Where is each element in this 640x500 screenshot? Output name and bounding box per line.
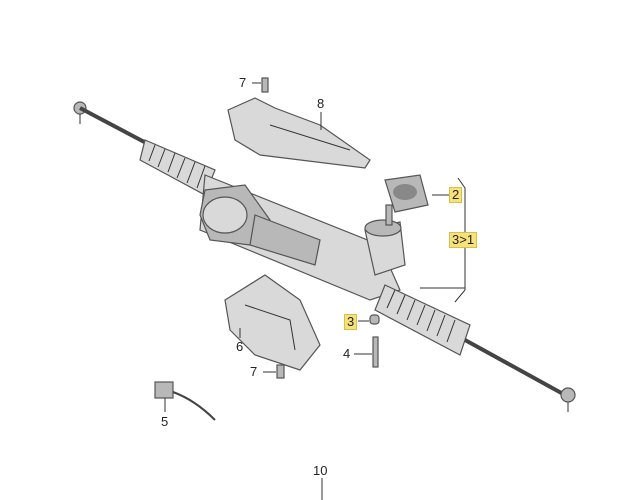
right-tie-rod	[464, 338, 576, 412]
callout-10: 10	[313, 463, 328, 478]
heat-shield	[224, 274, 321, 371]
bolt-long	[372, 336, 379, 368]
callout-4: 4	[343, 346, 351, 361]
callout-5: 5	[161, 414, 169, 429]
left-tie-rod	[73, 101, 151, 147]
pinion-tower	[364, 204, 406, 276]
callout-3-group: 3>1	[449, 232, 478, 248]
mount-pad	[384, 174, 429, 213]
rack-housing	[199, 174, 401, 301]
bolt-small	[369, 314, 380, 325]
right-boot	[374, 284, 471, 356]
callout-6: 6	[236, 339, 244, 354]
callout-8: 8	[317, 96, 325, 111]
callout-3: 3	[344, 314, 358, 330]
callout-3a: 3	[452, 232, 460, 247]
callout-1: 1	[466, 232, 475, 247]
top-cover	[227, 97, 371, 169]
callout-7-bottom: 7	[250, 364, 258, 379]
bolt-top	[261, 77, 269, 93]
callout-2: 2	[449, 187, 463, 203]
callout-7-top: 7	[239, 75, 247, 90]
sensor	[154, 381, 216, 421]
bolt-bottom	[276, 364, 285, 379]
